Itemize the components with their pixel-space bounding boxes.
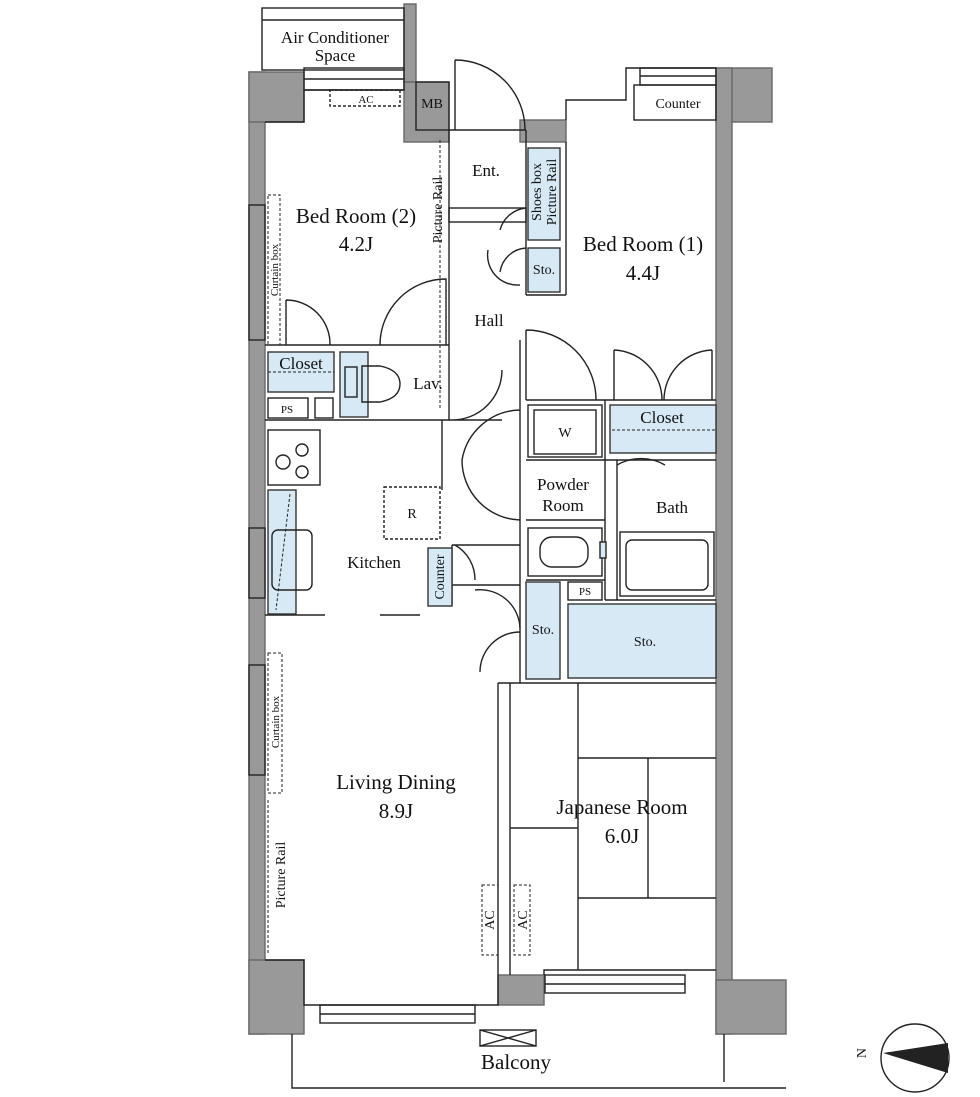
storage-areas bbox=[267, 147, 717, 680]
label-curtain-box-top: Curtain box bbox=[269, 243, 281, 296]
label-lav: Lav. bbox=[413, 374, 443, 393]
label-picture-rail-bed2: Picture Rail bbox=[431, 177, 446, 244]
label-ac-ld: AC bbox=[483, 910, 498, 929]
label-japanese-name: Japanese Room bbox=[556, 795, 687, 819]
mb-closet bbox=[415, 81, 450, 131]
label-sto-hall: Sto. bbox=[532, 623, 554, 638]
door-swings bbox=[285, 59, 713, 673]
label-powder: Powder bbox=[537, 475, 589, 494]
label-living-name: Living Dining bbox=[336, 770, 456, 794]
ps-box-1b bbox=[314, 397, 334, 419]
powder-basin bbox=[527, 527, 607, 577]
fridge-space bbox=[383, 486, 441, 540]
label-japanese-size: 6.0J bbox=[605, 824, 639, 848]
label-r: R bbox=[407, 507, 417, 522]
label-w: W bbox=[558, 426, 572, 441]
north-compass bbox=[880, 1023, 950, 1093]
washer-space bbox=[527, 404, 603, 458]
label-ent: Ent. bbox=[472, 161, 500, 180]
shoes-box-frame bbox=[448, 207, 527, 223]
label-kitchen: Kitchen bbox=[347, 553, 401, 572]
kitchen-sink bbox=[271, 529, 313, 591]
label-bed1-size: 4.4J bbox=[626, 261, 660, 285]
label-counter-kitchen: Counter bbox=[433, 554, 448, 599]
label-ac-space: Air Conditioner bbox=[281, 28, 389, 47]
label-balcony: Balcony bbox=[481, 1050, 551, 1074]
structural-walls bbox=[248, 3, 787, 1035]
label-sto-big: Sto. bbox=[634, 635, 656, 650]
label-picture-rail-ent: Picture Rail bbox=[545, 159, 560, 226]
label-closet-bed2: Closet bbox=[279, 354, 323, 373]
label-bed2-size: 4.2J bbox=[339, 232, 373, 256]
label-mb: MB bbox=[421, 97, 443, 112]
label-bed2-name: Bed Room (2) bbox=[296, 204, 416, 228]
label-bed1-name: Bed Room (1) bbox=[583, 232, 703, 256]
lavatory-fixture bbox=[344, 365, 401, 403]
label-bath: Bath bbox=[656, 498, 689, 517]
label-curtain-box-ld: Curtain box bbox=[270, 695, 282, 748]
label-hall: Hall bbox=[474, 311, 504, 330]
balcony-drain bbox=[479, 1029, 537, 1047]
balcony-edge bbox=[291, 1034, 786, 1089]
windows bbox=[248, 67, 717, 1024]
label-living-size: 8.9J bbox=[379, 799, 413, 823]
label-shoes-box: Shoes box bbox=[530, 163, 545, 221]
label-powder2: Room bbox=[542, 496, 584, 515]
ps-box-1 bbox=[267, 397, 309, 419]
label-ac-top: AC bbox=[358, 94, 373, 106]
label-counter-top: Counter bbox=[655, 97, 700, 112]
ps-box-2 bbox=[567, 581, 603, 601]
label-closet-bed1: Closet bbox=[640, 408, 684, 427]
tatami-mats bbox=[510, 683, 716, 970]
label-ps2: PS bbox=[579, 586, 591, 598]
label-ac-jp: AC bbox=[516, 910, 531, 929]
label-sto-ent: Sto. bbox=[533, 263, 555, 278]
label-picture-rail-ld: Picture Rail bbox=[274, 842, 289, 909]
label-north: N bbox=[855, 1048, 870, 1058]
balcony-drain-cross bbox=[479, 1029, 537, 1047]
stove bbox=[267, 429, 321, 486]
bathtub bbox=[619, 531, 715, 597]
label-ac-space2: Space bbox=[315, 46, 356, 65]
label-ps1: PS bbox=[281, 404, 293, 416]
